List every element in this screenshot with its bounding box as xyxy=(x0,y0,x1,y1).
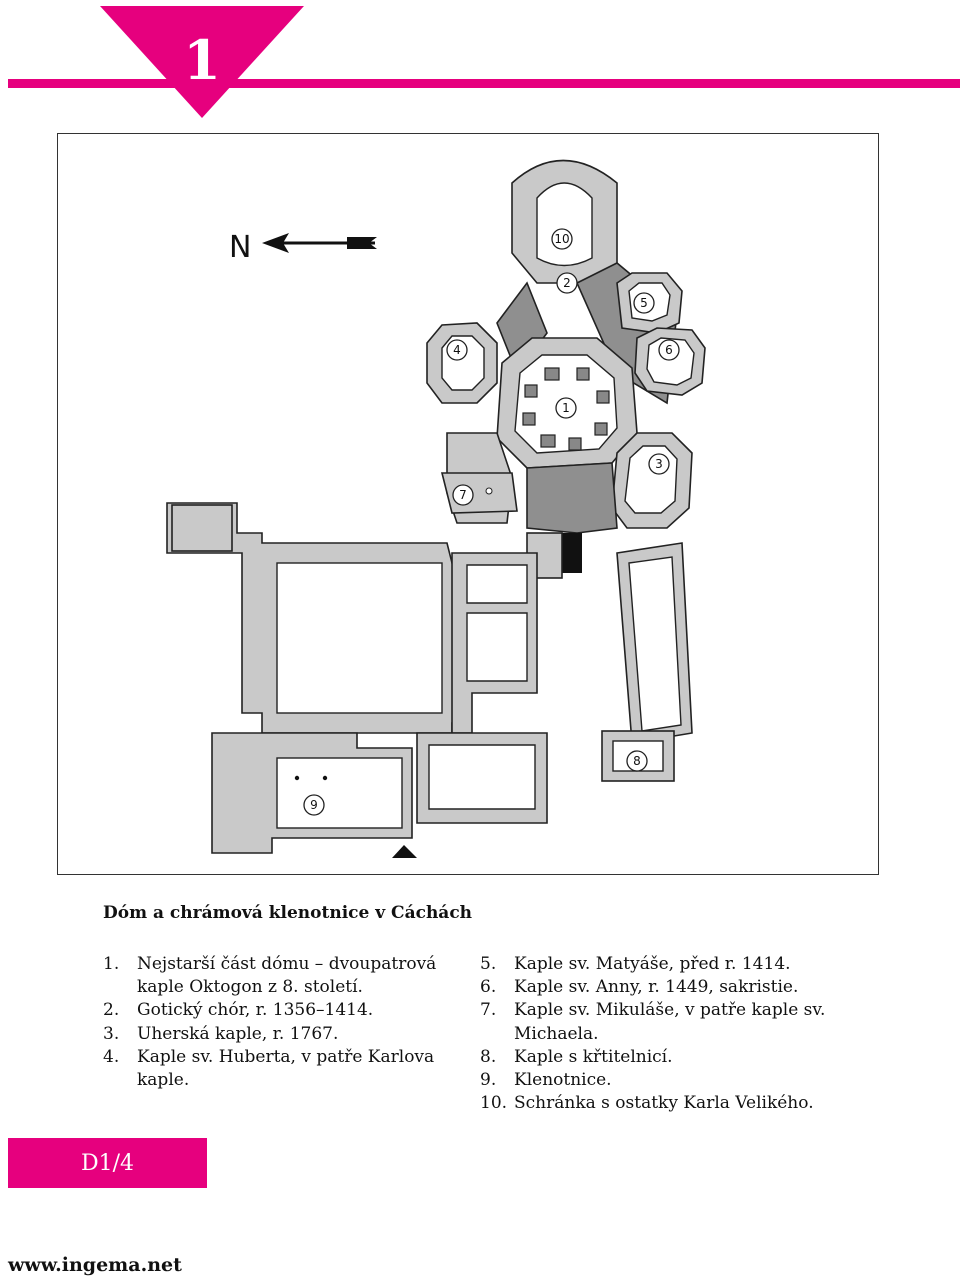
chapter-number: 1 xyxy=(183,28,221,92)
room-label-3: 3 xyxy=(648,453,670,475)
page-code-badge xyxy=(8,1138,207,1188)
chapel-anna xyxy=(634,327,706,396)
room-label-2: 2 xyxy=(556,272,578,294)
cathedral-floor-plan: N xyxy=(166,159,706,858)
svg-text:9: 9 xyxy=(310,798,318,812)
legend-text: Uherská kaple, r. 1767. xyxy=(137,1023,339,1044)
legend-number: 3. xyxy=(103,1023,120,1044)
legend-number: 8. xyxy=(480,1046,497,1067)
svg-text:10: 10 xyxy=(554,232,569,246)
legend-text: Gotický chór, r. 1356–1414. xyxy=(137,1000,374,1021)
svg-text:6: 6 xyxy=(665,343,673,357)
legend-number: 10. xyxy=(480,1093,508,1114)
north-arrow: N xyxy=(229,230,377,265)
room-label-5: 5 xyxy=(633,292,655,314)
legend-text: Kaple sv. Huberta, v patře Karlova kaple… xyxy=(137,1046,435,1091)
legend-number: 2. xyxy=(103,1000,120,1021)
treasury xyxy=(211,732,417,858)
legend-item: 6. Kaple sv. Anny, r. 1449, sakristie. xyxy=(480,976,900,999)
room-label-7: 7 xyxy=(452,484,474,506)
chapel-hubert xyxy=(426,322,498,404)
legend-list-left: 1. Nejstarší část dómu – dvoupatrová kapl… xyxy=(103,953,463,1092)
legend-number: 4. xyxy=(103,1046,120,1067)
plan-frame xyxy=(57,133,879,875)
legend-number: 5. xyxy=(480,954,497,974)
room-label-8: 8 xyxy=(626,750,648,772)
room-label-1: 1 xyxy=(555,397,577,419)
legend-text: Kaple sv. Mikuláše, v patře kaple sv. Mi… xyxy=(514,1000,826,1044)
legend-item: 9. Klenotnice. xyxy=(480,1069,900,1092)
legend-text: Kaple s křtitelnicí. xyxy=(514,1046,673,1067)
caption-title: Dóm a chrámová klenotnice v Cáchách xyxy=(103,903,473,923)
legend-item: 10. Schránka s ostatky Karla Velikého. xyxy=(480,1092,900,1115)
site-url[interactable]: www.ingema.net xyxy=(8,1254,182,1276)
legend-number: 7. xyxy=(480,1000,497,1021)
legend-item: 7. Kaple sv. Mikuláše, v patře kaple sv. … xyxy=(480,999,900,1045)
legend-item: 2. Gotický chór, r. 1356–1414. xyxy=(103,999,463,1022)
cloister xyxy=(166,502,468,734)
svg-text:4: 4 xyxy=(453,343,461,357)
legend-item: 5. Kaple sv. Matyáše, před r. 1414. xyxy=(480,953,900,976)
legend-number: 1. xyxy=(103,954,120,974)
svg-text:8: 8 xyxy=(633,754,641,768)
legend-item: 1. Nejstarší část dómu – dvoupatrová kapl… xyxy=(103,953,463,999)
legend-number: 6. xyxy=(480,977,497,998)
room-label-10: 10 xyxy=(551,228,573,250)
legend-item: 8. Kaple s křtitelnicí. xyxy=(480,1046,900,1069)
legend-item: 3. Uherská kaple, r. 1767. xyxy=(103,1023,463,1046)
long-annex xyxy=(616,542,693,744)
svg-text:7: 7 xyxy=(459,488,467,502)
legend-text: Kaple sv. Matyáše, před r. 1414. xyxy=(514,954,791,974)
room-label-6: 6 xyxy=(658,339,680,361)
legend-text: Kaple sv. Anny, r. 1449, sakristie. xyxy=(514,977,799,998)
header-rule xyxy=(8,79,960,88)
hungarian-chapel xyxy=(611,432,693,529)
south-wing xyxy=(416,552,548,824)
svg-text:3: 3 xyxy=(655,457,663,471)
svg-text:1: 1 xyxy=(562,401,570,415)
svg-text:5: 5 xyxy=(640,296,648,310)
legend-list-right: 5. Kaple sv. Matyáše, před r. 1414. 6. Kap… xyxy=(480,953,900,1115)
legend-text: Nejstarší část dómu – dvoupatrová kaple … xyxy=(137,954,437,998)
legend-number: 9. xyxy=(480,1070,497,1091)
page-code: D1/4 xyxy=(80,1151,135,1176)
chapter-triangle xyxy=(100,6,304,118)
svg-text:2: 2 xyxy=(563,276,571,290)
legend-item: 4. Kaple sv. Huberta, v patře Karlova kap… xyxy=(103,1046,463,1092)
legend-text: Schránka s ostatky Karla Velikého. xyxy=(514,1093,814,1114)
room-label-4: 4 xyxy=(446,339,468,361)
north-label: N xyxy=(229,230,251,265)
room-label-9: 9 xyxy=(303,794,325,816)
legend-text: Klenotnice. xyxy=(514,1070,612,1091)
